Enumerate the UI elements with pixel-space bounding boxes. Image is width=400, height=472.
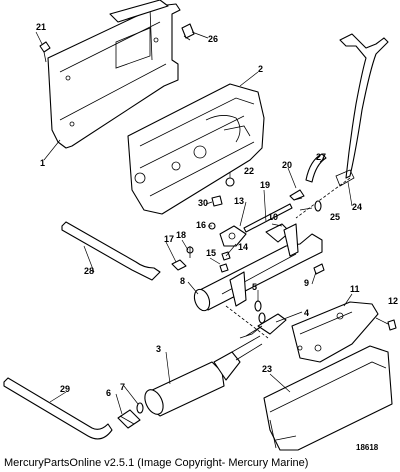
callout-16: 16 xyxy=(196,220,206,230)
callout-labels: 21 26 2 1 22 27 20 19 13 30 16 25 24 10 … xyxy=(36,22,398,398)
callout-22: 22 xyxy=(244,166,254,176)
callout-23: 23 xyxy=(262,364,272,374)
control-rod[interactable] xyxy=(243,203,293,233)
callout-10: 10 xyxy=(268,212,278,222)
bolt[interactable] xyxy=(39,41,51,63)
ball-stud[interactable] xyxy=(225,177,235,187)
figure-id: 18618 xyxy=(356,443,379,452)
control-cable[interactable] xyxy=(295,33,389,219)
lower-hose[interactable] xyxy=(3,377,113,440)
leader-lines xyxy=(35,31,353,415)
shift-bracket[interactable] xyxy=(291,301,379,363)
callout-9: 9 xyxy=(304,278,309,288)
washer[interactable] xyxy=(136,402,144,414)
callout-21: 21 xyxy=(36,22,46,32)
drain-plug[interactable] xyxy=(313,263,325,275)
callout-28: 28 xyxy=(84,266,94,276)
shift-cable-end[interactable] xyxy=(225,305,287,339)
callout-1: 1 xyxy=(40,158,45,168)
copyright-footer: MercuryPartsOnline v2.5.1 (Image Copyrig… xyxy=(4,457,309,469)
callout-4: 4 xyxy=(304,308,309,318)
callout-29: 29 xyxy=(60,384,70,394)
callout-26: 26 xyxy=(208,34,218,44)
callout-20: 20 xyxy=(282,160,292,170)
callout-5: 5 xyxy=(252,282,257,292)
callout-25: 25 xyxy=(330,212,340,222)
callout-13: 13 xyxy=(234,196,244,206)
lower-housing[interactable] xyxy=(127,83,265,215)
bracket-screw[interactable] xyxy=(375,317,397,331)
callout-12: 12 xyxy=(388,296,398,306)
retaining-clip[interactable] xyxy=(181,23,195,41)
actuator[interactable] xyxy=(219,225,247,247)
callout-8: 8 xyxy=(180,276,185,286)
callout-18: 18 xyxy=(176,230,186,240)
callout-6: 6 xyxy=(106,388,111,398)
inlet-fitting[interactable] xyxy=(117,409,141,429)
callout-27: 27 xyxy=(316,152,326,162)
valve-body[interactable] xyxy=(141,325,273,417)
callout-17: 17 xyxy=(164,234,174,244)
cable-o-ring[interactable] xyxy=(314,200,322,212)
callout-14: 14 xyxy=(238,242,248,252)
callout-30: 30 xyxy=(198,198,208,208)
callout-24: 24 xyxy=(352,202,362,212)
callout-2: 2 xyxy=(258,64,263,74)
manifold-assembly[interactable] xyxy=(192,223,323,313)
callout-19: 19 xyxy=(260,180,270,190)
callout-11: 11 xyxy=(350,284,360,294)
mount-screw[interactable] xyxy=(211,195,223,207)
electrical-box[interactable] xyxy=(263,345,393,451)
o-ring-set[interactable] xyxy=(254,300,266,324)
mounting-bracket[interactable] xyxy=(47,0,181,149)
upper-hose[interactable] xyxy=(61,221,161,281)
callout-15: 15 xyxy=(206,248,216,258)
callout-3: 3 xyxy=(156,344,161,354)
callout-7: 7 xyxy=(120,382,125,392)
